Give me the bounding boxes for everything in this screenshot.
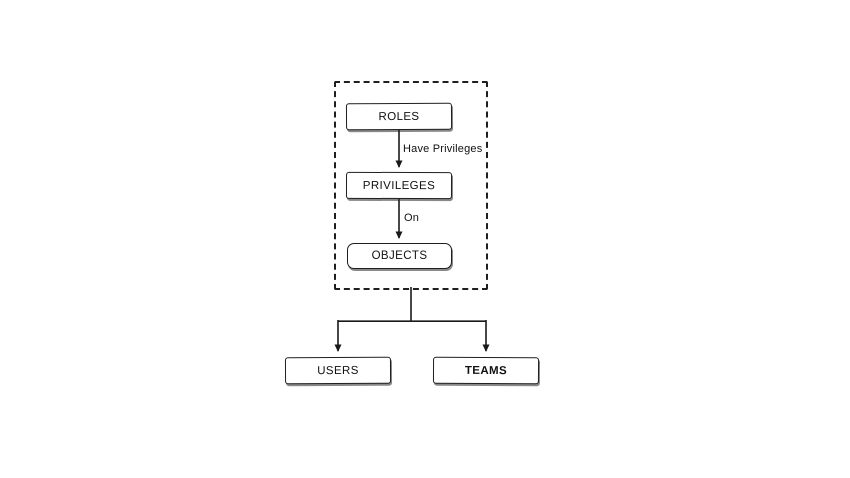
- edge-label-on: On: [404, 212, 420, 224]
- node-roles-label: ROLES: [378, 110, 420, 123]
- node-roles: ROLES: [345, 102, 453, 131]
- node-users-label: USERS: [317, 364, 359, 377]
- node-objects: OBJECTS: [347, 243, 452, 269]
- node-teams-label: TEAMS: [464, 364, 508, 377]
- node-privileges: PRIVILEGES: [345, 171, 453, 200]
- privileges-group-frame: [334, 81, 488, 290]
- node-objects-label: OBJECTS: [371, 250, 428, 262]
- node-users: USERS: [284, 356, 392, 385]
- edge-label-have-privileges: Have Privileges: [403, 143, 483, 155]
- node-privileges-label: PRIVILEGES: [362, 179, 436, 192]
- node-teams: TEAMS: [432, 356, 540, 385]
